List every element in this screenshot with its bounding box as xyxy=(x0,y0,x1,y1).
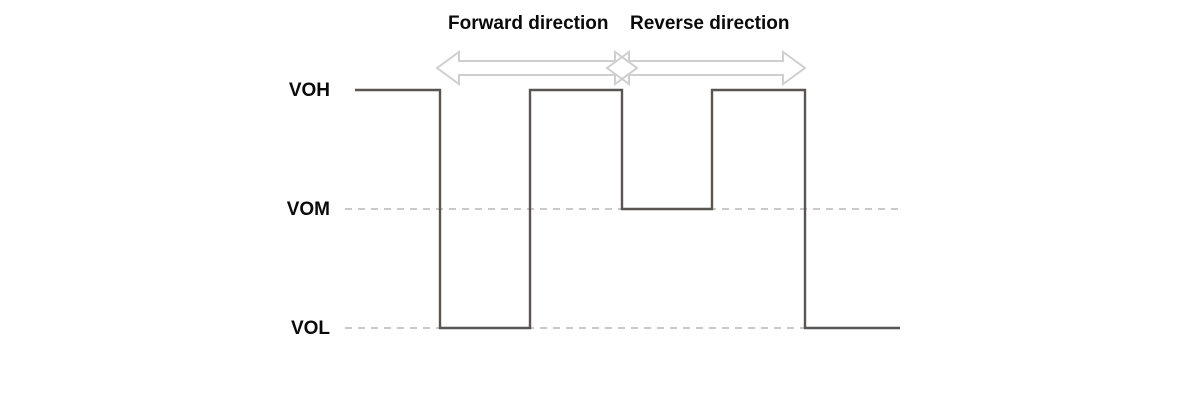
forward-direction-arrow xyxy=(435,50,639,86)
reverse-direction-label: Reverse direction xyxy=(630,13,790,34)
level-label-voh: VOH xyxy=(288,80,330,101)
forward-direction-label: Forward direction xyxy=(448,13,609,34)
level-label-vol: VOL xyxy=(290,318,330,339)
gridlines-group xyxy=(345,208,900,329)
waveform-trace xyxy=(355,88,900,330)
reverse-direction-arrow xyxy=(605,50,807,86)
level-label-vom: VOM xyxy=(286,199,330,220)
